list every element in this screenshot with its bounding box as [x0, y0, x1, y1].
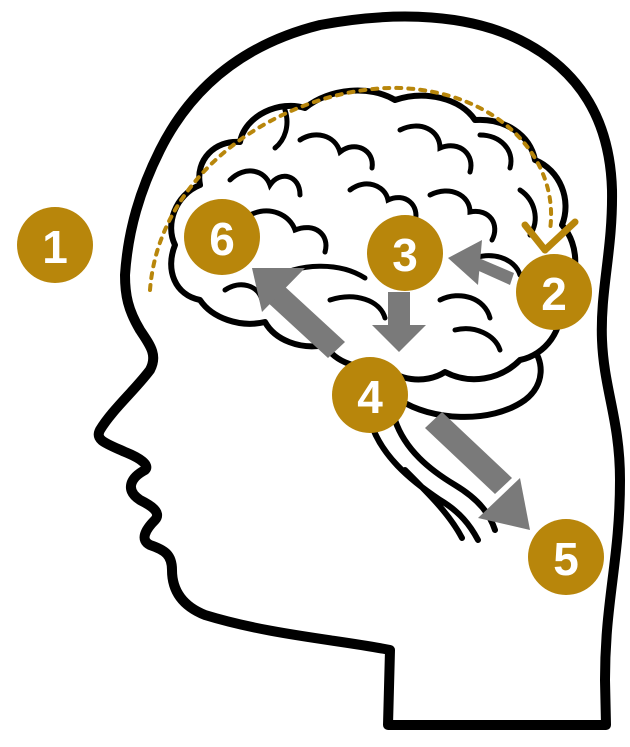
- badge-4: 4: [332, 357, 408, 433]
- brain-folds: [197, 107, 538, 353]
- dotted-arc: [148, 85, 554, 292]
- badge-1: 1: [17, 207, 93, 283]
- badge-6: 6: [184, 199, 260, 275]
- badge-6-label: 6: [209, 213, 235, 265]
- badge-5: 5: [528, 519, 604, 595]
- badge-4-label: 4: [357, 371, 383, 423]
- cerebellum: [397, 342, 544, 420]
- badge-2-label: 2: [541, 268, 567, 320]
- arrow-4-to-6: [252, 268, 345, 358]
- badge-1-label: 1: [42, 221, 68, 273]
- badge-3-circle: [367, 215, 443, 291]
- badge-2: 2: [516, 254, 592, 330]
- y-marker-icon: [521, 218, 579, 254]
- badge-5-label: 5: [553, 533, 579, 585]
- arrow-2-to-3: [448, 240, 514, 285]
- badge-6-circle: [184, 199, 260, 275]
- badge-4-circle: [332, 357, 408, 433]
- arrows: [252, 240, 530, 530]
- arrow-3-to-4: [372, 292, 426, 352]
- arrow-4-to-5: [425, 412, 530, 530]
- badge-1-circle: [17, 207, 93, 283]
- badge-3-label: 3: [392, 229, 418, 281]
- badge-3: 3: [367, 215, 443, 291]
- badge-5-circle: [528, 519, 604, 595]
- badge-2-circle: [516, 254, 592, 330]
